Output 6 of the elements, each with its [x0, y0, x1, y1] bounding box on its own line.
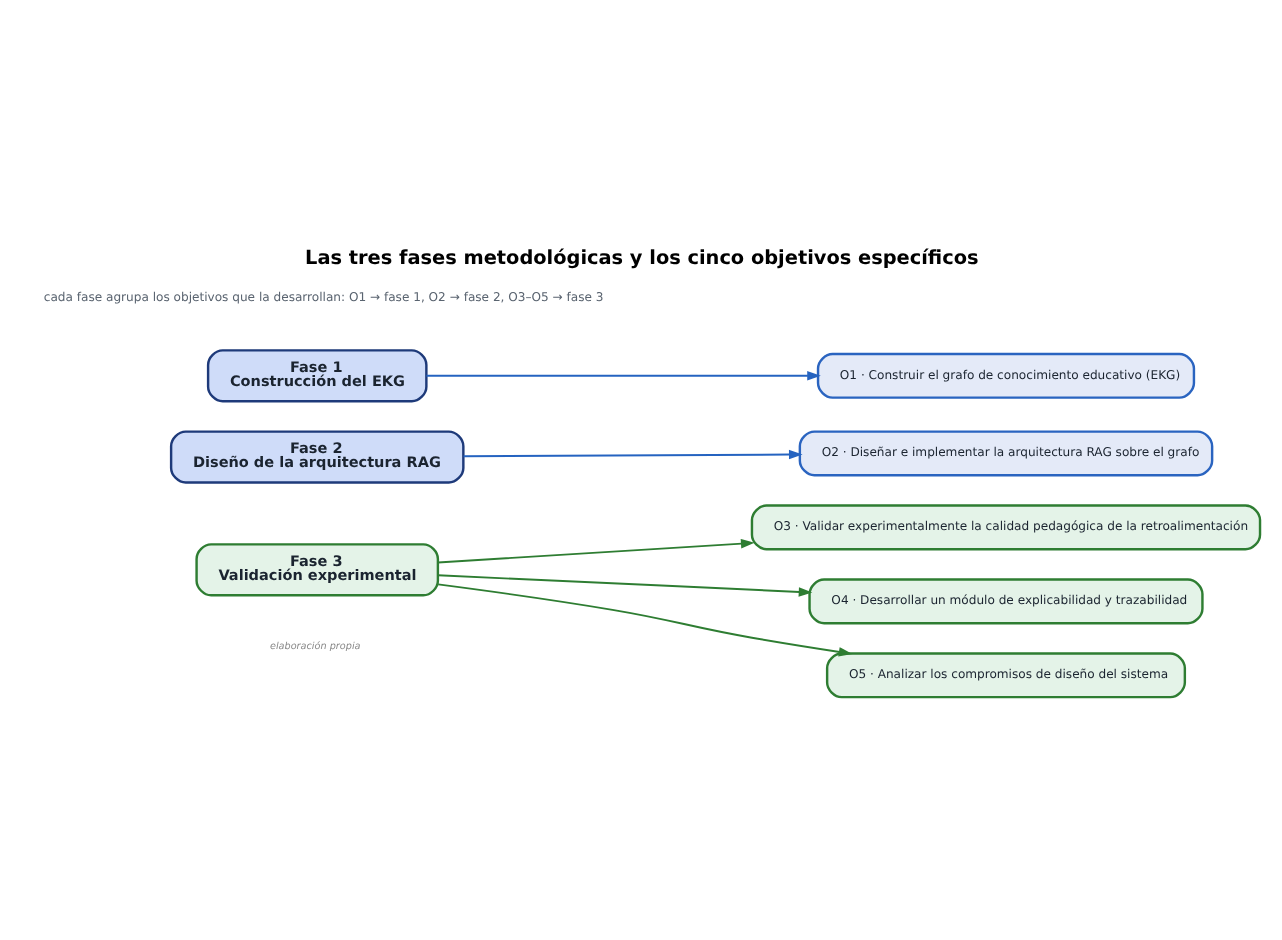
arrow [425, 370, 821, 380]
arrow [437, 537, 755, 563]
arrow [437, 573, 813, 596]
arrow [437, 582, 853, 656]
arrow [462, 448, 803, 459]
diagram-title: Las tres fases metodológicas y los cinco objetivos específicos [305, 247, 979, 270]
